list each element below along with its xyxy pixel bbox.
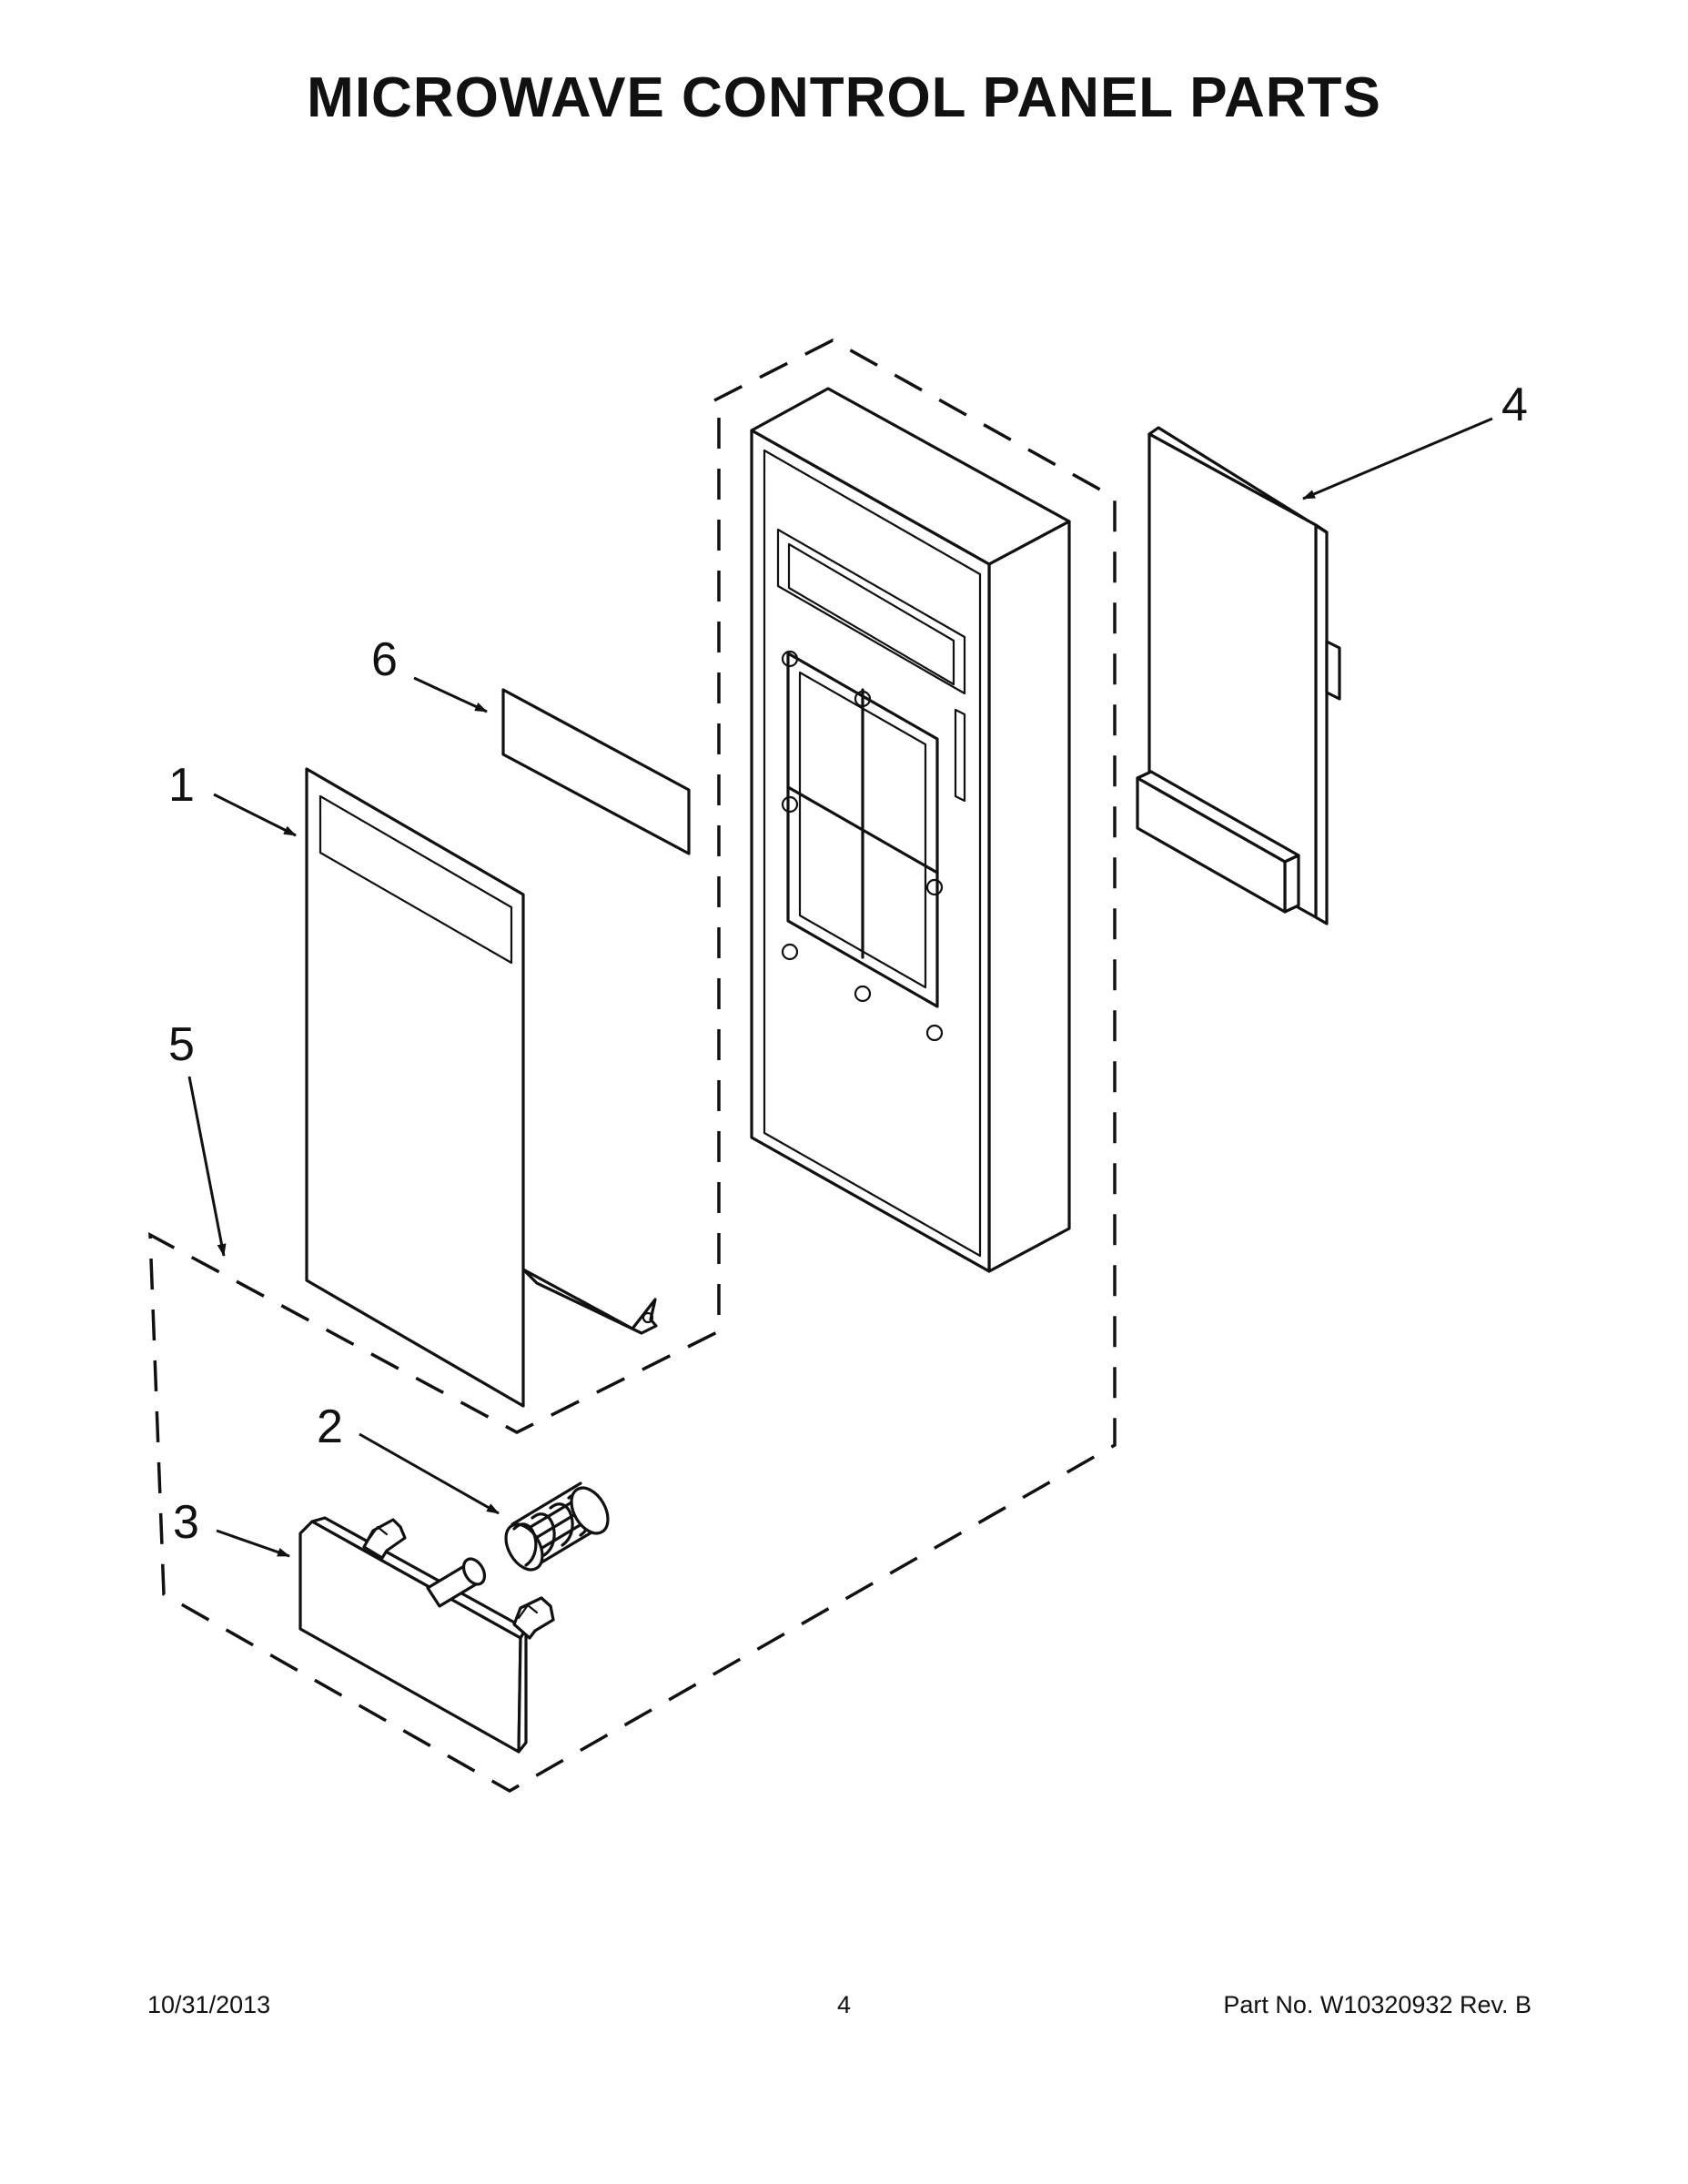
leader-1 <box>213 793 297 837</box>
callout-5: 5 <box>168 1018 195 1071</box>
leader-2 <box>359 1432 500 1515</box>
footer-part-number: Part No. W10320932 Rev. B <box>1223 1991 1531 2018</box>
part-6-display-window[interactable] <box>501 688 691 855</box>
footer-page-number: 4 <box>836 1991 852 2018</box>
footer-date: 10/31/2013 <box>147 1991 271 2018</box>
leader-6 <box>413 676 488 713</box>
callout-2: 2 <box>317 1400 343 1453</box>
leader-4 <box>1302 417 1493 500</box>
part-3-door-release-button[interactable] <box>298 1516 555 1754</box>
leader-5 <box>187 1076 227 1257</box>
callout-4: 4 <box>1501 379 1528 431</box>
part-1-touchpad-overlay[interactable] <box>305 767 658 1408</box>
callout-6: 6 <box>371 633 398 686</box>
part-2-spring[interactable] <box>499 1481 615 1576</box>
page-title: MICROWAVE CONTROL PANEL PARTS <box>307 66 1381 129</box>
leader-lines <box>187 417 1493 1558</box>
callout-1: 1 <box>168 759 195 812</box>
callout-numbers: 1 2 3 4 5 6 <box>168 379 1528 1549</box>
assembly-outline-dashed <box>148 339 1117 1794</box>
control-panel-housing <box>750 387 1071 1273</box>
leader-3 <box>216 1529 290 1558</box>
callout-3: 3 <box>173 1496 199 1549</box>
part-4-electronic-control-board[interactable] <box>1136 426 1341 925</box>
